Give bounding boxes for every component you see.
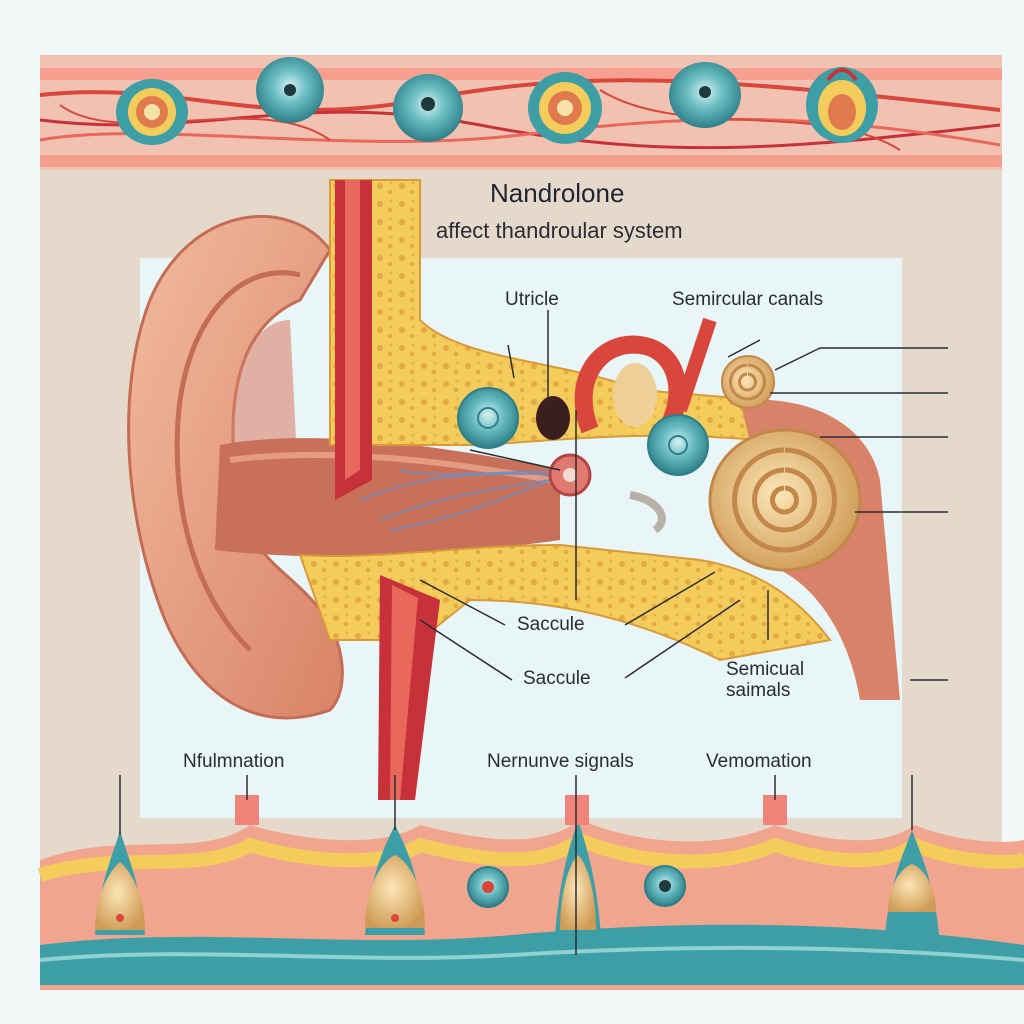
cell-icon [256, 57, 324, 123]
cell-icon [528, 72, 602, 144]
disc-ring [477, 407, 499, 429]
vestibule-disc [647, 414, 709, 476]
tissue-column [555, 820, 601, 935]
tissue-column [365, 825, 425, 935]
bottom-leader-lines [119, 775, 913, 955]
label-saccule-2: Saccule [523, 668, 591, 689]
semicircular-canals [574, 317, 717, 446]
tissue-node [644, 865, 686, 907]
vessel-highlight [345, 180, 360, 480]
label-utricle: Utricle [505, 289, 559, 310]
diagram-subtitle: affect thandroular system [436, 218, 683, 243]
label-inflammation: Nfulmnation [183, 751, 285, 772]
diagram-title: Nandrolone [490, 178, 625, 208]
vessel-highlight [390, 585, 418, 800]
ossicle [629, 491, 666, 534]
tissue-column [95, 830, 145, 935]
tissue-spikes [235, 795, 787, 825]
cell-icon [116, 79, 188, 145]
cell-icon [393, 74, 463, 142]
cell-icon [806, 67, 878, 143]
nerve-fibers [359, 469, 557, 531]
tissue-node [467, 866, 509, 908]
label-semicircular-canals: Semircular canals [672, 289, 823, 310]
disc-ring [668, 435, 688, 455]
label-nerve-signals: Nernunve signals [487, 751, 634, 772]
tissue-column [885, 830, 939, 935]
bottom-tissue-band [37, 820, 1024, 990]
utricle-disc [457, 387, 519, 449]
label-venomation: Vemomation [706, 751, 812, 772]
temporal-bone-lower [298, 543, 832, 662]
cochlea-spiral [732, 447, 837, 553]
label-saccule-1: Saccule [517, 614, 585, 635]
cell-icon [669, 62, 741, 128]
saccule-core [563, 468, 577, 482]
small-coil-spiral [729, 363, 766, 401]
leader-lines [419, 310, 948, 681]
label-semicircular-2: Semicual saimals [726, 659, 805, 701]
oval-window [536, 396, 570, 440]
